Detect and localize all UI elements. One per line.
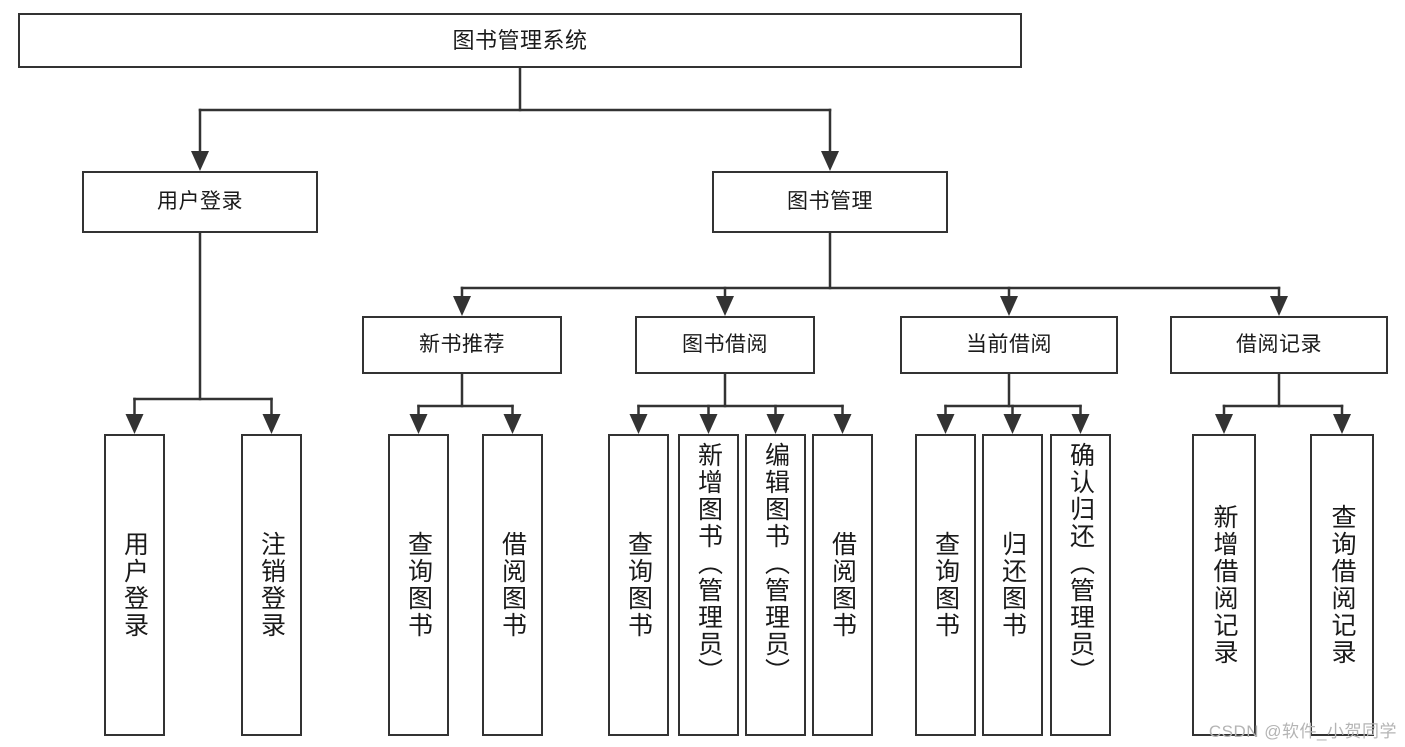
node-label: 注销登录 xyxy=(257,531,286,639)
node-label: 查询借阅记录 xyxy=(1328,504,1356,666)
node-label: 图书管理 xyxy=(787,189,873,213)
arrowhead-icon xyxy=(503,414,522,434)
node-label: 归还图书 xyxy=(998,531,1027,639)
arrowhead-icon xyxy=(1270,296,1288,316)
node-label: 查询图书 xyxy=(624,531,653,639)
node-leaf-user-login[interactable]: 用户登录 xyxy=(104,434,165,736)
node-leaf-borrow-book-1[interactable]: 借阅图书 xyxy=(482,434,543,736)
node-label: 用户登录 xyxy=(120,531,149,639)
arrowhead-icon xyxy=(833,414,852,434)
watermark-text: CSDN @软件_小贺同学 xyxy=(1208,722,1397,741)
node-label: 图书借阅 xyxy=(682,332,768,356)
node-label: 新书推荐 xyxy=(419,332,505,356)
node-leaf-confirm-return[interactable]: 确认归还（管理员） xyxy=(1050,434,1111,736)
node-leaf-query-book-2[interactable]: 查询图书 xyxy=(608,434,669,736)
node-label: 新增图书（管理员） xyxy=(694,442,723,685)
node-label: 借阅图书 xyxy=(498,531,527,639)
arrowhead-icon xyxy=(453,296,471,316)
arrowhead-icon xyxy=(125,414,144,434)
node-login[interactable]: 用户登录 xyxy=(82,171,318,233)
node-current[interactable]: 当前借阅 xyxy=(900,316,1118,374)
node-leaf-query-record[interactable]: 查询借阅记录 xyxy=(1310,434,1374,736)
node-bookmgmt[interactable]: 图书管理 xyxy=(712,171,948,233)
arrowhead-icon xyxy=(1000,296,1018,316)
node-leaf-return-book[interactable]: 归还图书 xyxy=(982,434,1043,736)
node-leaf-borrow-book-2[interactable]: 借阅图书 xyxy=(812,434,873,736)
node-leaf-add-book[interactable]: 新增图书（管理员） xyxy=(678,434,739,736)
node-leaf-query-book-1[interactable]: 查询图书 xyxy=(388,434,449,736)
arrowhead-icon xyxy=(716,296,734,316)
node-label: 借阅记录 xyxy=(1236,332,1322,356)
node-leaf-add-record[interactable]: 新增借阅记录 xyxy=(1192,434,1256,736)
arrowhead-icon xyxy=(1333,414,1351,434)
node-label: 借阅图书 xyxy=(828,531,857,639)
arrowhead-icon xyxy=(699,414,718,434)
arrowhead-icon xyxy=(766,414,785,434)
node-root[interactable]: 图书管理系统 xyxy=(18,13,1022,68)
node-leaf-logout[interactable]: 注销登录 xyxy=(241,434,302,736)
arrowhead-icon xyxy=(262,414,281,434)
node-label: 查询图书 xyxy=(404,531,433,639)
node-label: 确认归还（管理员） xyxy=(1066,442,1095,685)
node-borrow[interactable]: 图书借阅 xyxy=(635,316,815,374)
arrowhead-icon xyxy=(821,151,839,171)
node-label: 查询图书 xyxy=(931,531,960,639)
node-label: 编辑图书（管理员） xyxy=(761,442,790,685)
node-label: 当前借阅 xyxy=(966,332,1052,356)
node-newbook[interactable]: 新书推荐 xyxy=(362,316,562,374)
arrowhead-icon xyxy=(629,414,648,434)
arrowhead-icon xyxy=(1215,414,1233,434)
node-leaf-edit-book[interactable]: 编辑图书（管理员） xyxy=(745,434,806,736)
arrowhead-icon xyxy=(936,414,955,434)
node-label: 用户登录 xyxy=(157,189,243,213)
node-leaf-query-book-3[interactable]: 查询图书 xyxy=(915,434,976,736)
arrowhead-icon xyxy=(1071,414,1090,434)
node-label: 新增借阅记录 xyxy=(1210,504,1238,666)
node-label: 图书管理系统 xyxy=(452,27,588,53)
arrowhead-icon xyxy=(409,414,428,434)
arrowhead-icon xyxy=(1003,414,1022,434)
node-records[interactable]: 借阅记录 xyxy=(1170,316,1388,374)
arrowhead-icon xyxy=(191,151,209,171)
